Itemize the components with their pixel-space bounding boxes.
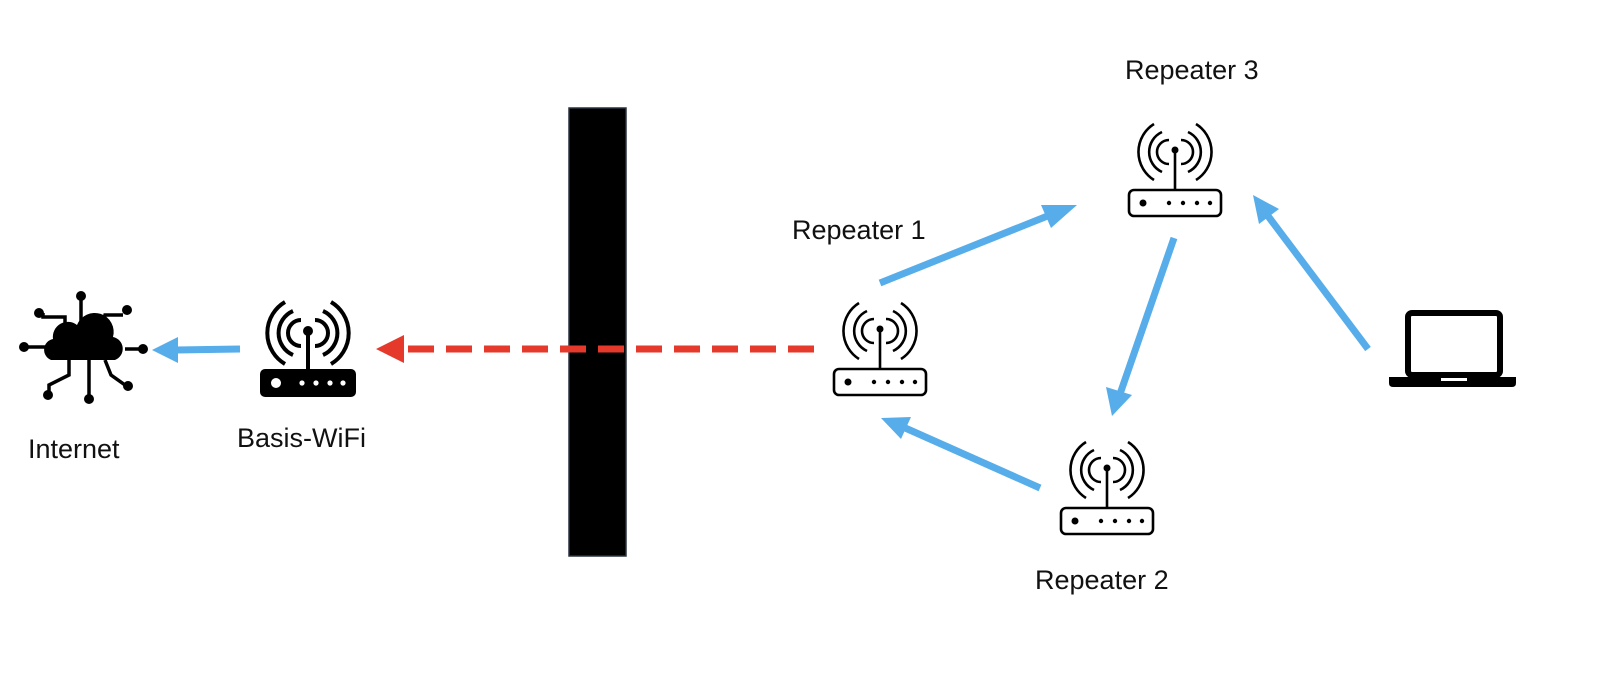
cloud-network-icon [19,291,148,404]
wifi-router-icon-repeater-1 [832,301,928,397]
blocked-link-arrow [376,335,814,363]
repeater-1-label: Repeater 1 [792,215,926,245]
wifi-router-icon-repeater-2 [1059,440,1155,536]
wifi-router-icon-repeater-3 [1127,122,1223,218]
wifi-router-icon-base [260,300,356,397]
link-arrow-wifi-internet [152,337,241,363]
repeater-3-label: Repeater 3 [1125,55,1259,85]
internet-label: Internet [28,434,120,464]
link-arrow-rep1-rep3 [878,205,1077,287]
link-arrow-rep2-rep1 [881,417,1042,492]
laptop-icon [1389,310,1516,387]
repeater-2-label: Repeater 2 [1035,565,1169,595]
link-arrow-rep3-rep2 [1106,236,1178,416]
base-wifi-label: Basis-WiFi [237,423,366,453]
wall [568,107,627,557]
link-arrow-laptop-rep3 [1253,195,1371,352]
